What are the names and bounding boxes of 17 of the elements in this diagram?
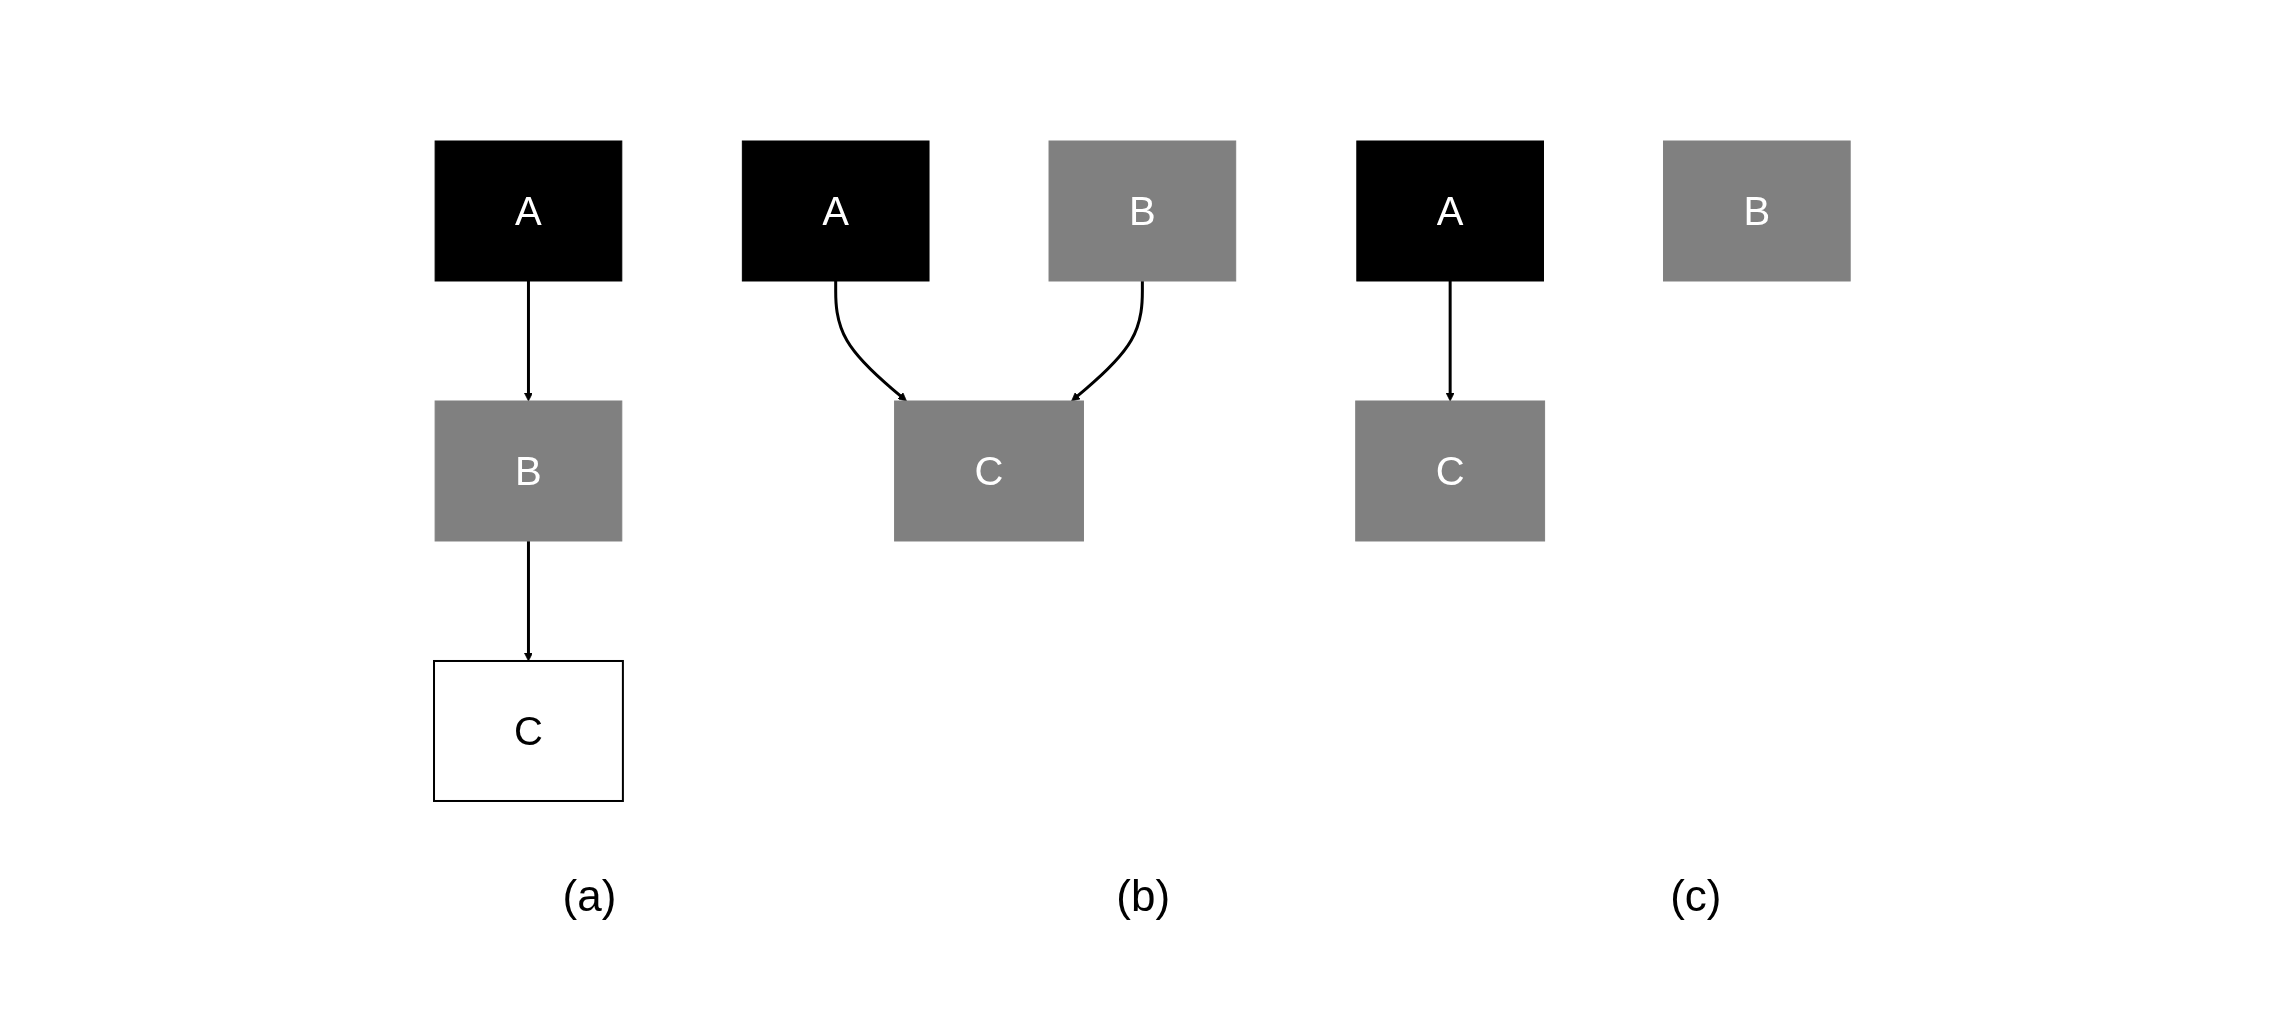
node-box: A	[741, 140, 930, 282]
arrow	[523, 281, 533, 402]
node-box: C	[432, 660, 624, 802]
arrow	[834, 281, 907, 402]
arrow	[1445, 281, 1455, 402]
panel-caption: (c)	[1670, 871, 1722, 921]
panel-caption: (a)	[562, 871, 617, 921]
node-box: B	[1048, 140, 1237, 282]
panel-caption: (b)	[1116, 871, 1171, 921]
node-box: C	[894, 400, 1084, 542]
node-box: A	[1356, 140, 1544, 282]
node-box: B	[434, 400, 623, 542]
node-box: A	[434, 140, 623, 282]
arrow	[523, 541, 533, 662]
node-box: B	[1662, 140, 1851, 282]
arrow	[1071, 281, 1144, 402]
node-box: C	[1355, 400, 1545, 542]
